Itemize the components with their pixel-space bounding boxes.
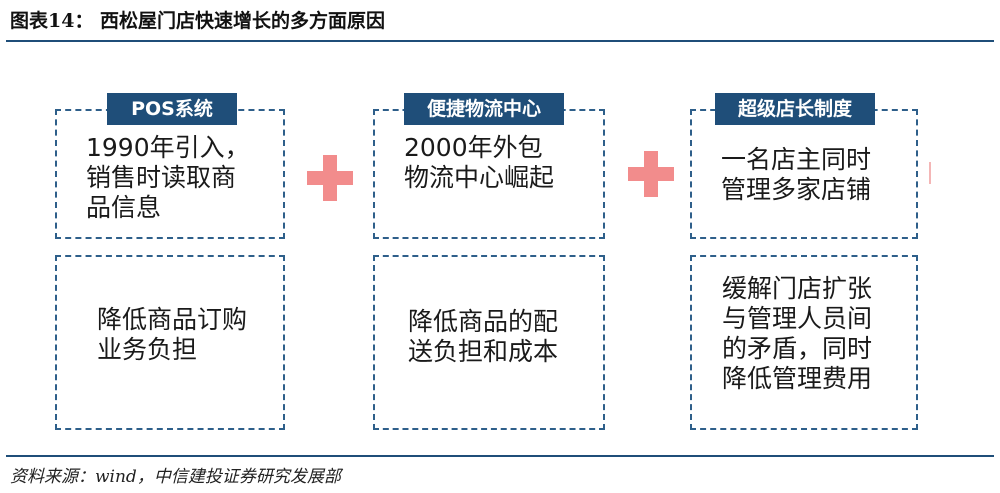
logistics-center-description: 2000年外包 物流中心崛起 xyxy=(404,133,555,192)
super-manager-label: 超级店长制度 xyxy=(715,93,875,125)
super-manager-effect: 缓解门店扩张 与管理人员间 的矛盾，同时 降低管理费用 xyxy=(722,274,873,393)
pos-system-effect: 降低商品订购 业务负担 xyxy=(97,305,248,364)
footer-divider xyxy=(6,455,994,457)
title-divider xyxy=(6,40,994,42)
logistics-center-label: 便捷物流中心 xyxy=(404,93,564,125)
edge-fragment xyxy=(929,162,931,184)
plus-icon xyxy=(307,155,353,201)
pos-system-description: 1990年引入， 销售时读取商 品信息 xyxy=(86,133,250,222)
figure-title: 图表14： 西松屋门店快速增长的多方面原因 xyxy=(10,10,386,32)
logistics-center-top-box xyxy=(373,109,605,239)
pos-system-label: POS系统 xyxy=(107,93,237,125)
super-manager-description: 一名店主同时 管理多家店铺 xyxy=(721,145,872,204)
super-manager-top-box xyxy=(690,109,918,239)
pos-system-bottom-box xyxy=(55,255,285,430)
plus-icon xyxy=(628,151,674,197)
source-note: 资料来源：wind，中信建投证券研究发展部 xyxy=(10,467,341,487)
logistics-center-bottom-box xyxy=(373,255,605,430)
super-manager-bottom-box xyxy=(690,255,918,430)
logistics-center-effect: 降低商品的配 送负担和成本 xyxy=(408,307,559,366)
